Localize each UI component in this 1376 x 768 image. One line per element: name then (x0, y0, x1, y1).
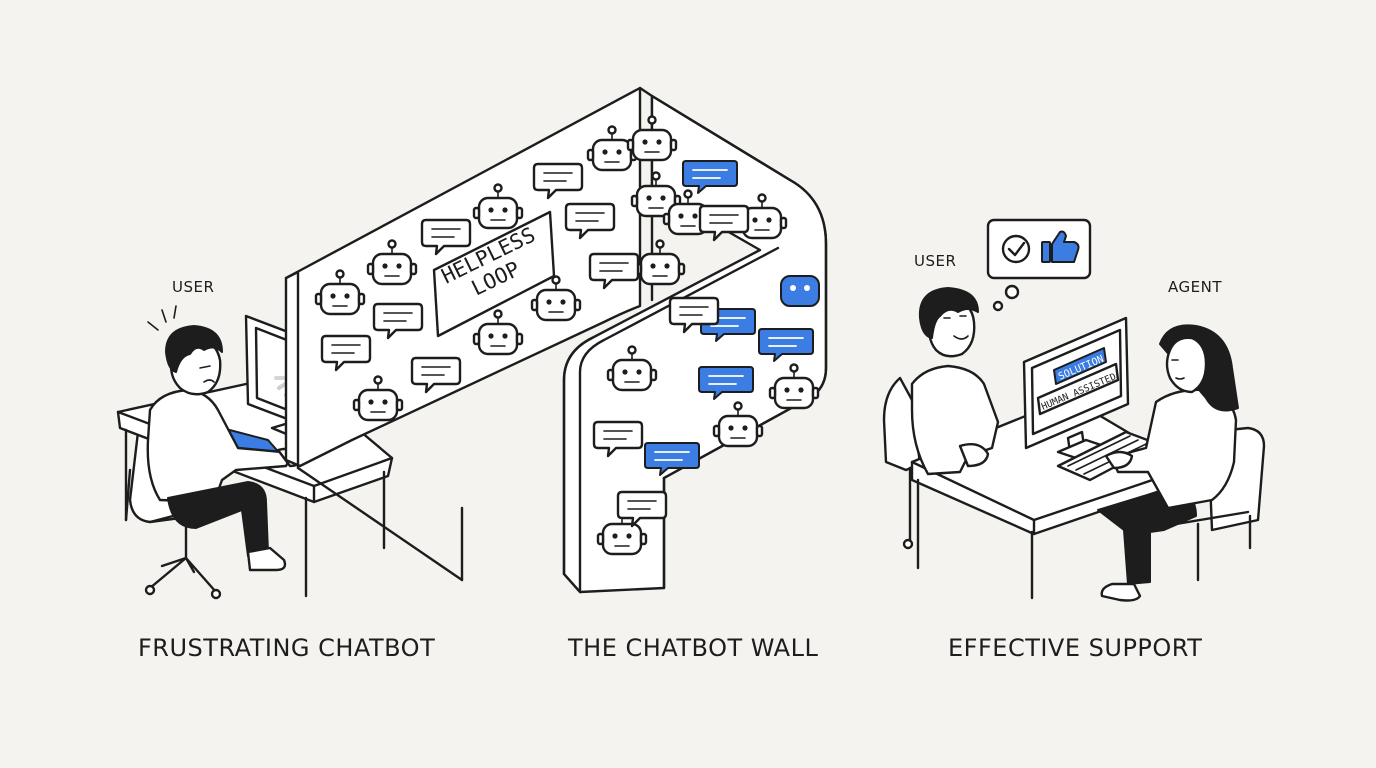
frustrated-user (146, 305, 304, 572)
effective-support-scene: SOLUTION HUMAN ASSISTED (882, 218, 1266, 662)
chatbot-wall: HELPLESS LOOP THE CHATBOT WALL (284, 86, 828, 662)
agent-label: AGENT (1168, 278, 1222, 296)
caption-wall: THE CHATBOT WALL (567, 634, 818, 662)
caption-frustrating: FRUSTRATING CHATBOT (138, 634, 435, 662)
thumbs-up-icon (1041, 230, 1080, 263)
support-user (910, 287, 1000, 476)
agent-monitor: SOLUTION HUMAN ASSISTED (1022, 316, 1130, 460)
caption-effective: EFFECTIVE SUPPORT (948, 634, 1202, 662)
check-icon (1001, 234, 1031, 264)
user-label-right: USER (914, 252, 956, 270)
support-agent (1097, 324, 1239, 602)
thought-bubble (986, 218, 1092, 312)
user-label: USER (172, 278, 214, 296)
